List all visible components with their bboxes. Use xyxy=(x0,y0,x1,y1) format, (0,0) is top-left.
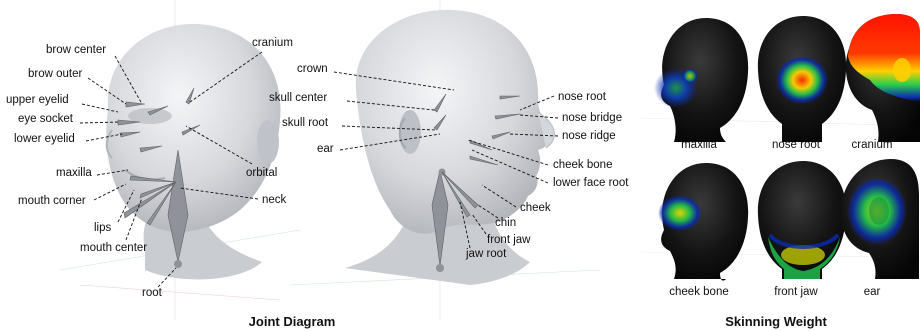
label-cranium: cranium xyxy=(252,37,293,49)
label-crown: crown xyxy=(297,63,328,75)
label-upper-eyelid: upper eyelid xyxy=(6,94,69,106)
label-skull-root: skull root xyxy=(282,117,329,129)
label-orbital: orbital xyxy=(246,167,277,179)
label-brow-center: brow center xyxy=(46,44,106,56)
thumb-label-maxilla: maxilla xyxy=(681,139,717,151)
label-brow-outer: brow outer xyxy=(28,68,83,80)
label-skull-center: skull center xyxy=(269,92,327,104)
label-cheek-bone: cheek bone xyxy=(553,159,612,171)
skinning-weight-panel: maxilla nose root cranium cheek bone fro… xyxy=(654,14,920,298)
caption-skinning-weight: Skinning Weight xyxy=(725,314,827,329)
caption-joint-diagram: Joint Diagram xyxy=(249,314,336,329)
label-neck: neck xyxy=(262,194,287,206)
label-eye-socket: eye socket xyxy=(18,113,74,125)
thumb-label-ear: ear xyxy=(864,286,881,298)
label-mouth-corner: mouth corner xyxy=(18,195,86,207)
label-lower-face-root: lower face root xyxy=(553,177,629,189)
thumb-label-cranium: cranium xyxy=(852,139,893,151)
label-nose-ridge: nose ridge xyxy=(562,130,616,142)
weight-thumb-front-jaw xyxy=(758,161,846,279)
label-root: root xyxy=(142,287,163,299)
weight-thumb-maxilla xyxy=(654,18,748,142)
label-cheek: cheek xyxy=(520,202,551,214)
label-nose-bridge: nose bridge xyxy=(562,112,622,124)
weight-thumb-cheek-bone xyxy=(658,163,748,281)
thumb-label-nose-root: nose root xyxy=(772,139,821,151)
thumb-label-cheek-bone: cheek bone xyxy=(669,286,728,298)
label-mouth-center: mouth center xyxy=(80,242,147,254)
weight-thumb-ear xyxy=(841,159,919,279)
label-chin: chin xyxy=(495,217,516,229)
label-jaw-root: jaw root xyxy=(465,248,507,260)
label-lower-eyelid: lower eyelid xyxy=(14,133,75,145)
thumb-label-front-jaw: front jaw xyxy=(774,286,818,298)
label-front-jaw: front jaw xyxy=(487,234,531,246)
label-ear: ear xyxy=(317,143,334,155)
weight-thumb-cranium xyxy=(846,14,920,142)
label-maxilla: maxilla xyxy=(56,167,92,179)
label-lips: lips xyxy=(94,222,112,234)
label-nose-root: nose root xyxy=(558,91,607,103)
weight-thumb-nose-root xyxy=(758,16,846,142)
